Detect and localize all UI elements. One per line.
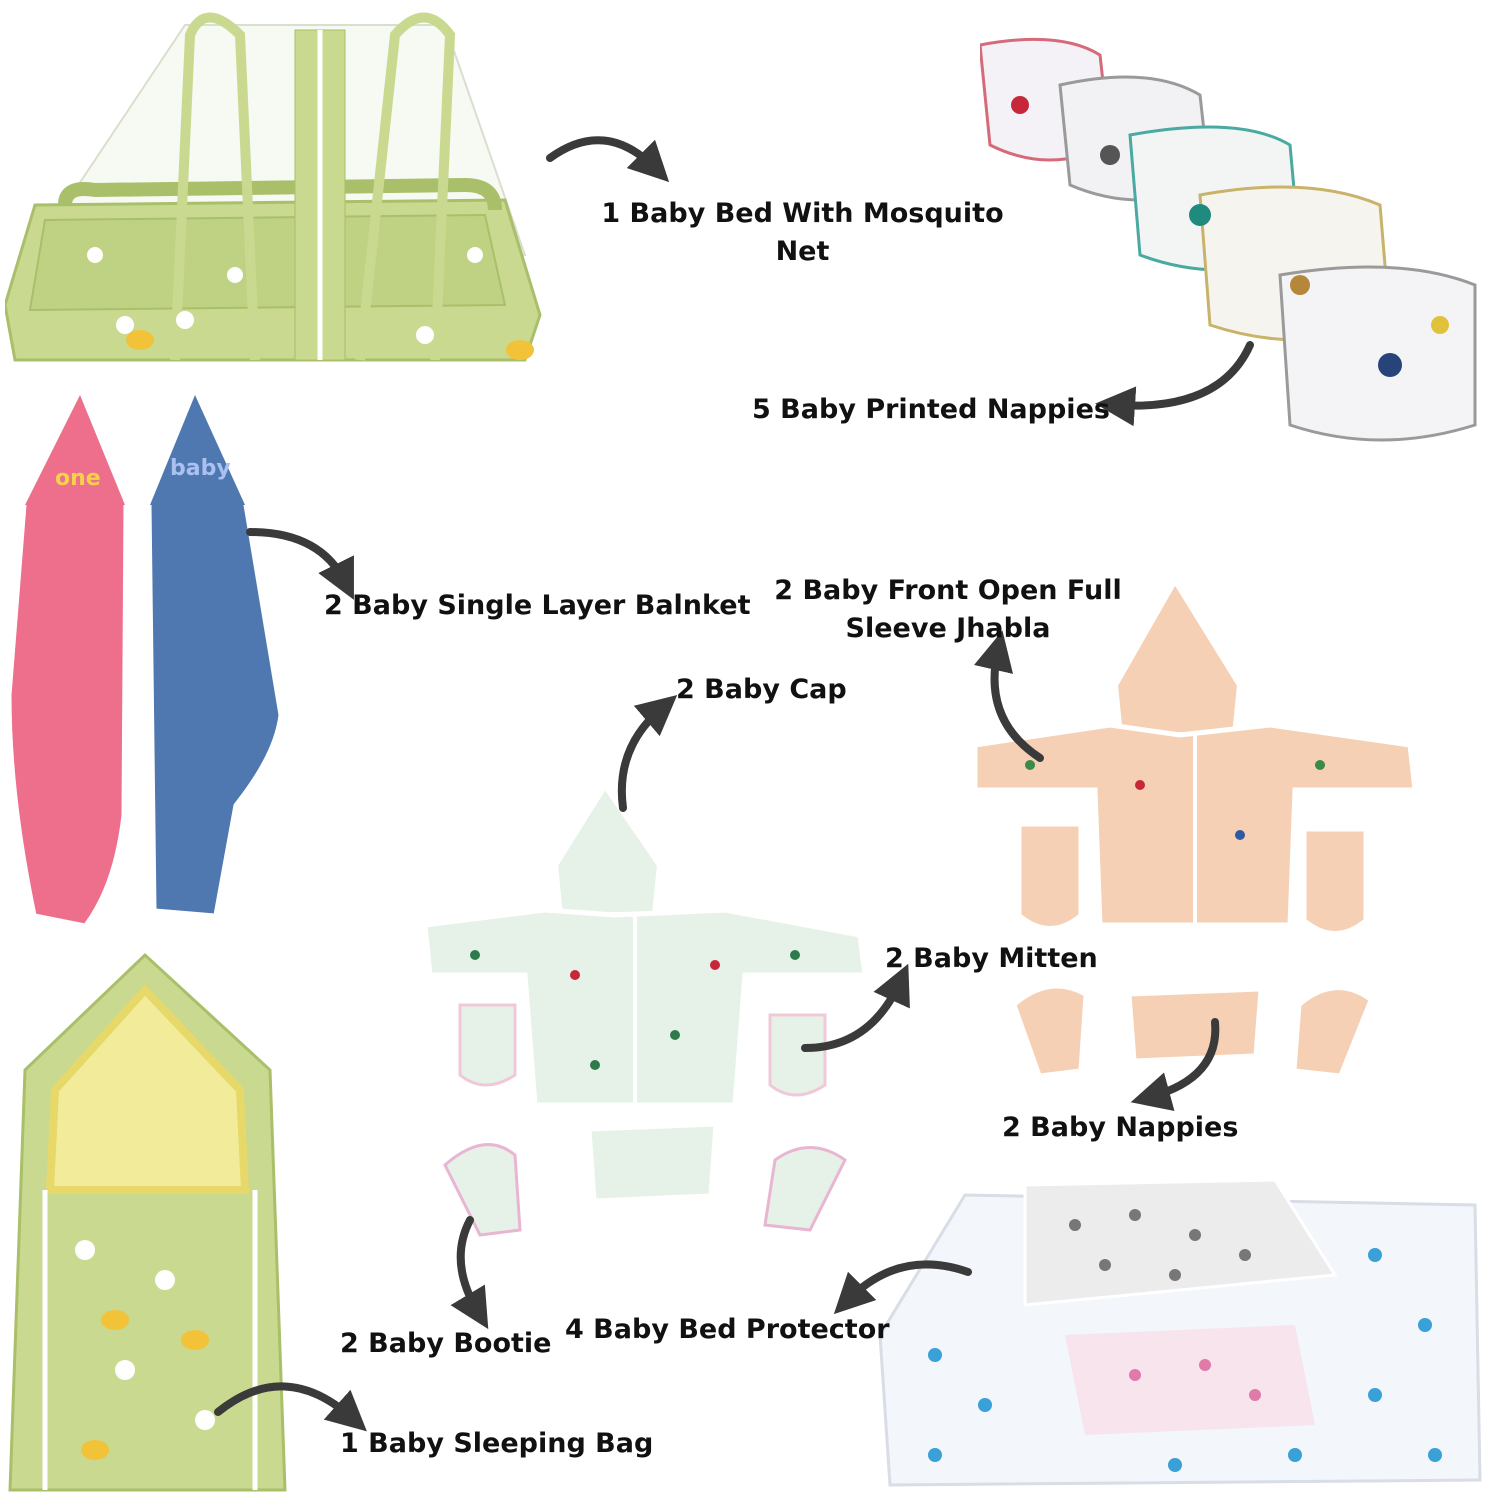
peach-nappy-booties-image: [1013, 985, 1372, 1077]
label-printed-nappies: 5 Baby Printed Nappies: [752, 394, 1110, 425]
printed-nappies-image: [980, 37, 1477, 442]
label-cap: 2 Baby Cap: [676, 674, 847, 705]
label-jhabla-line1: 2 Baby Front Open Full: [774, 575, 1122, 606]
label-bed-protector: 4 Baby Bed Protector: [565, 1314, 890, 1345]
svg-text:one: one: [55, 466, 101, 491]
label-mitten: 2 Baby Mitten: [885, 943, 1098, 974]
arrow-bed-net: [546, 136, 670, 183]
svg-text:baby: baby: [170, 456, 231, 481]
label-nappies: 2 Baby Nappies: [1002, 1112, 1239, 1143]
mosquito-net-bed-image: [5, 12, 542, 362]
peach-clothing-set-image: [972, 575, 1418, 934]
label-jhabla-line2: Sleeve Jhabla: [845, 613, 1051, 644]
label-sleeping-bag: 1 Baby Sleeping Bag: [340, 1428, 654, 1459]
sleeping-bag-image: [8, 952, 287, 1492]
label-blanket: 2 Baby Single Layer Balnket: [324, 590, 751, 621]
label-bed-with-mosquito-net: 1 Baby Bed With Mosquito Net: [600, 195, 1005, 271]
label-jhabla: 2 Baby Front Open Full Sleeve Jhabla: [773, 572, 1123, 648]
blankets-image: one baby: [8, 395, 282, 927]
label-bed-net-line1: 1 Baby Bed With Mosquito: [601, 198, 1004, 229]
bed-protectors-image: [878, 1178, 1482, 1487]
label-bootie: 2 Baby Bootie: [340, 1328, 552, 1359]
label-bed-net-line2: Net: [775, 236, 830, 267]
mint-clothing-set-image: [422, 779, 865, 1237]
